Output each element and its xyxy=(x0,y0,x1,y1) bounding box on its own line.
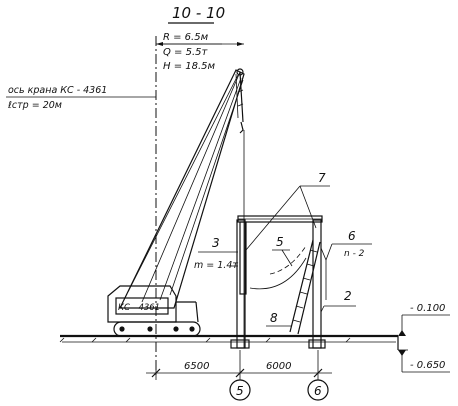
boom-head xyxy=(235,68,244,134)
axis-bubble-5: 5 xyxy=(229,379,251,401)
label-5: 5 xyxy=(272,235,293,267)
label-8-text: 8 xyxy=(270,311,278,325)
lifted-panel xyxy=(239,221,247,295)
axis-5-label: 5 xyxy=(236,384,244,398)
param-load: Q = 5.5т xyxy=(163,47,209,58)
axis-bubble-6: 6 xyxy=(307,379,329,401)
crane-axis-label-line2: ℓстр = 20м xyxy=(8,100,62,111)
crane-axis-label: ось крана КС - 4361 ℓстр = 20м xyxy=(6,85,156,111)
label-3-text: 3 xyxy=(212,236,220,250)
column-axis-5 xyxy=(230,219,250,349)
param-radius: R = 6.5м xyxy=(163,32,209,43)
crane-body: КС - 4361 xyxy=(107,285,199,323)
crane-model-label: КС - 4361 xyxy=(118,303,160,313)
radius-dimension xyxy=(156,42,244,46)
level-upper-text: - 0.100 xyxy=(410,303,445,314)
level-lower-text: - 0.650 xyxy=(410,360,445,371)
section-title: 10 - 10 xyxy=(168,4,225,24)
label-2-text: 2 xyxy=(344,289,352,303)
label-7-text: 7 xyxy=(318,171,326,185)
section-title-text: 10 - 10 xyxy=(172,4,225,22)
level-mark-upper: - 0.100 xyxy=(398,303,450,336)
roof-beam xyxy=(237,215,323,223)
crane-parameters: R = 6.5м Q = 5.5т H = 18.5м xyxy=(160,32,222,72)
crane-cabin xyxy=(115,297,169,315)
label-3-mass: m = 1.4т xyxy=(194,260,238,271)
ground-line xyxy=(59,334,399,350)
crane-boom xyxy=(119,69,245,309)
param-height: H = 18.5м xyxy=(163,61,216,72)
label-7: 7 xyxy=(245,171,330,251)
guy-rope xyxy=(249,245,307,290)
crane-hook-icon xyxy=(239,121,244,134)
ladder xyxy=(289,239,321,335)
crane-tracks xyxy=(113,321,201,337)
column-axis-6 xyxy=(308,219,327,349)
label-6-sub: n - 2 xyxy=(344,249,365,259)
label-3: 3 m = 1.4т xyxy=(194,236,238,271)
crane-axis-label-line1: ось крана КС - 4361 xyxy=(8,85,107,96)
axis-6-label: 6 xyxy=(314,384,322,398)
level-mark-lower: - 0.650 xyxy=(398,349,450,373)
label-2: 2 xyxy=(320,289,356,313)
label-6: 6 n - 2 xyxy=(325,229,372,261)
label-6-text: 6 xyxy=(348,229,356,243)
dimension-line: 6500 6000 xyxy=(146,350,332,380)
label-5-text: 5 xyxy=(276,235,284,249)
dimension-left: 6500 xyxy=(184,361,209,372)
dimension-right: 6000 xyxy=(266,361,291,372)
label-8: 8 xyxy=(266,311,292,327)
